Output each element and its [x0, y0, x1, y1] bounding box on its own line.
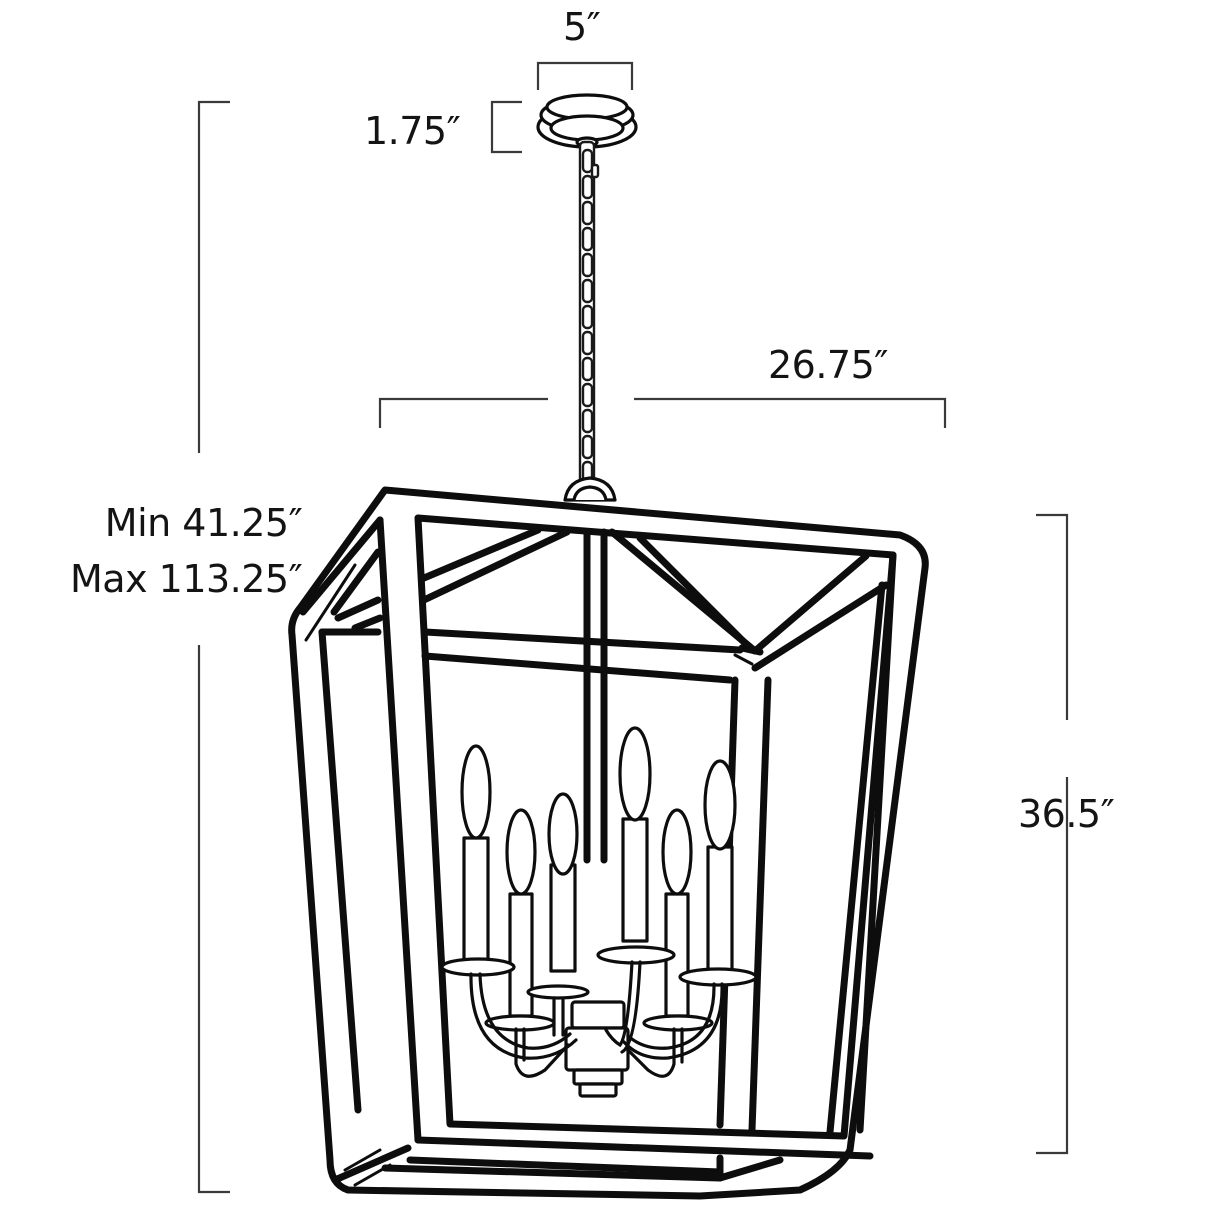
- overall-height-max-label: Max 113.25″: [70, 557, 303, 601]
- fixture-width-dimension-line-right: [634, 397, 947, 428]
- fixture-width-dimension-line-left: [378, 397, 548, 428]
- hanging-chain: [563, 140, 617, 502]
- overall-height-label: Min 41.25″ Max 113.25″: [70, 495, 303, 607]
- ceiling-canopy: [536, 93, 638, 149]
- overall-height-dimension-line-bottom: [197, 645, 230, 1194]
- canopy-height-dimension-line: [490, 100, 522, 154]
- canopy-height-label: 1.75″: [364, 109, 461, 153]
- canopy-width-dimension-line: [536, 61, 634, 90]
- lantern-frame: [288, 486, 929, 1200]
- fixture-height-dimension-line-bottom: [1036, 777, 1069, 1155]
- fixture-height-label: 36.5″: [1018, 792, 1115, 836]
- fixture-height-dimension-line-top: [1036, 513, 1069, 720]
- six-candle-cluster: [440, 726, 758, 1098]
- canopy-width-label: 5″: [563, 5, 601, 49]
- overall-height-min-label: Min 41.25″: [104, 501, 303, 545]
- fixture-width-label: 26.75″: [768, 343, 888, 387]
- overall-height-dimension-line-top: [197, 100, 230, 453]
